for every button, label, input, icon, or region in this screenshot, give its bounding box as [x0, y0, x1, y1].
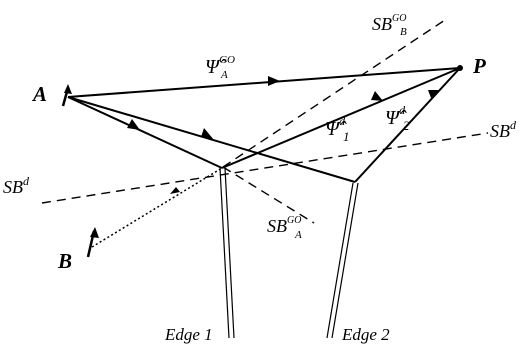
ray-edge2-to-p [354, 67, 461, 183]
point-p-label: P [472, 54, 486, 78]
sb-d-right-label: SBd [490, 118, 517, 141]
point-a-label: A [31, 82, 47, 106]
point-b-label: B [57, 249, 72, 273]
psi-a-go-sub: A [220, 69, 228, 81]
edge-1-label: Edge 1 [164, 325, 213, 344]
ray-a-p-arrowhead [268, 76, 280, 86]
edge-2-label: Edge 2 [341, 325, 390, 344]
ray-edge1-p-arrowhead [371, 91, 383, 101]
sb-a-go-boundary [222, 166, 315, 224]
psi-a-go-label: Ψ̂GO [205, 54, 235, 78]
ray-a-to-edge2 [67, 96, 356, 183]
ray-a-to-p [67, 67, 461, 98]
ray-a-edge2-arrowhead [201, 128, 214, 140]
source-b-icon [86, 227, 99, 258]
psi-2-d-sub: 2 [403, 118, 410, 133]
psi-1-d-sub: 1 [343, 129, 350, 144]
point-p-marker [457, 65, 463, 71]
ray-b-to-edge1 [91, 167, 223, 248]
sb-a-go-sub: A [294, 229, 302, 241]
sb-a-go-label: SBGO [267, 215, 301, 236]
ray-b-arrowhead [170, 187, 180, 194]
ray-a-to-edge1 [67, 96, 223, 169]
ray-edge2-p-arrowhead [428, 90, 440, 98]
sb-b-go-label: SBGO [372, 13, 406, 34]
sb-d-boundary [41, 132, 489, 204]
source-a-icon [61, 84, 72, 107]
sb-b-go-sub: B [400, 26, 407, 38]
ray-edge1-to-p [221, 67, 461, 169]
sb-d-left-label: SBd [3, 174, 30, 197]
edge-2-wedge [326, 182, 359, 339]
edge-1-wedge [219, 167, 235, 339]
ray-a-edge1-arrowhead [127, 119, 140, 130]
